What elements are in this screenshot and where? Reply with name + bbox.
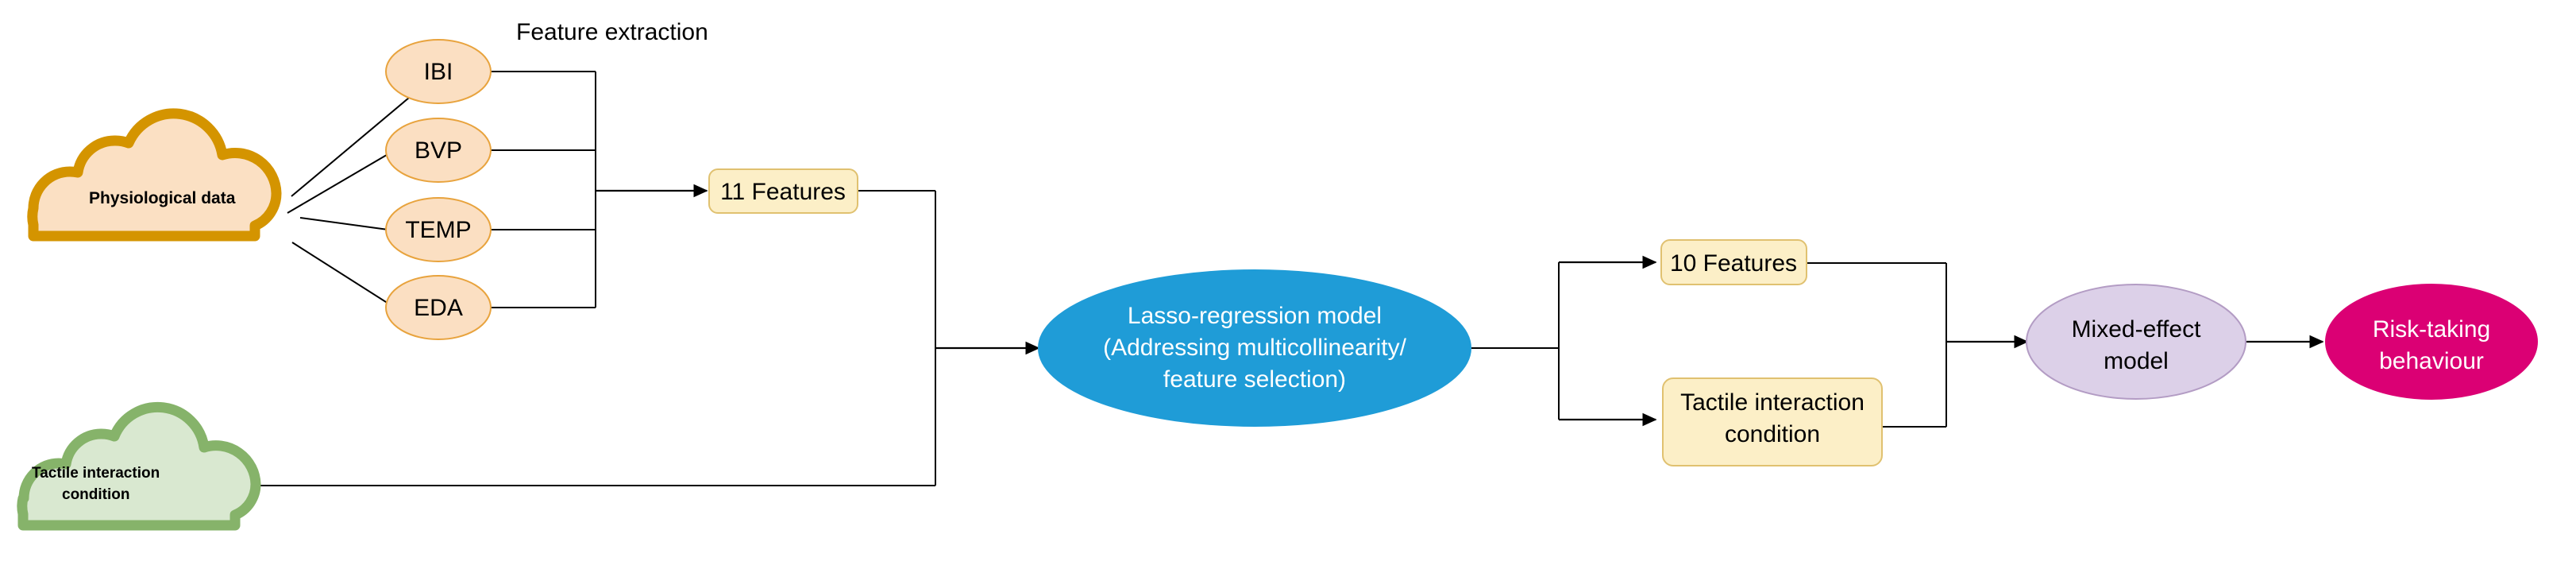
eda-label: EDA [414,295,463,321]
box-11-features [708,168,858,214]
node-mixed-effect-model[interactable]: Mixed-effect model [2026,284,2246,400]
edge-physio-to-eda [291,242,395,308]
risk-taking-label-line1: Risk-taking [2373,316,2490,343]
tactile-cloud-label-line1: Tactile interaction [32,465,160,482]
mixed-effect-label-line1: Mixed-effect [2072,316,2202,343]
node-tactile-interaction-cloud[interactable]: Tactile interaction condition [17,401,261,531]
ellipse-bvp [385,118,492,183]
ellipse-risk-taking-behaviour [2325,284,2538,400]
node-lasso-regression-model[interactable]: Lasso-regression model (Addressing multi… [1038,269,1471,427]
node-ibi[interactable]: IBI [385,39,492,104]
edge-physio-to-ibi [291,97,410,197]
ellipse-temp [385,197,492,262]
risk-taking-label-line2: behaviour [2379,348,2484,374]
ellipse-mixed-effect-model [2026,284,2246,400]
feature-extraction-caption: Feature extraction [516,19,708,45]
node-bvp[interactable]: BVP [385,118,492,183]
edges-layer [199,71,2324,486]
ellipse-lasso-regression [1038,269,1471,427]
11-features-label: 11 Features [720,179,846,205]
node-temp[interactable]: TEMP [385,197,492,262]
node-10-features[interactable]: 10 Features [1660,239,1807,285]
tactile-condition-label-line1: Tactile interaction [1680,389,1865,416]
box-10-features [1660,239,1807,285]
lasso-label-line3: feature selection) [1163,366,1346,393]
node-physiological-data[interactable]: Physiological data [27,108,282,242]
tactile-condition-label-line2: condition [1725,421,1820,447]
lasso-label-line2: (Addressing multicollinearity/ [1103,335,1406,361]
ellipse-ibi [385,39,492,104]
mixed-effect-label-line2: model [2104,348,2169,374]
edge-physio-to-temp [299,217,395,231]
physiological-data-label: Physiological data [89,189,236,207]
cloud-shape-physiological [27,108,282,242]
lasso-label-line1: Lasso-regression model [1128,303,1382,329]
ibi-label: IBI [424,59,453,85]
ellipse-eda [385,275,492,340]
node-tactile-condition-box[interactable]: Tactile interaction condition [1662,377,1883,466]
10-features-label: 10 Features [1670,250,1797,277]
temp-label: TEMP [405,217,471,243]
tactile-cloud-label-line2: condition [62,486,129,503]
box-tactile-condition [1662,377,1883,466]
edge-physio-to-bvp [287,152,391,214]
node-11-features[interactable]: 11 Features [708,168,858,214]
bvp-label: BVP [415,137,462,164]
node-eda[interactable]: EDA [385,275,492,340]
cloud-shape-tactile [17,401,261,531]
node-risk-taking-behaviour[interactable]: Risk-taking behaviour [2325,284,2538,400]
